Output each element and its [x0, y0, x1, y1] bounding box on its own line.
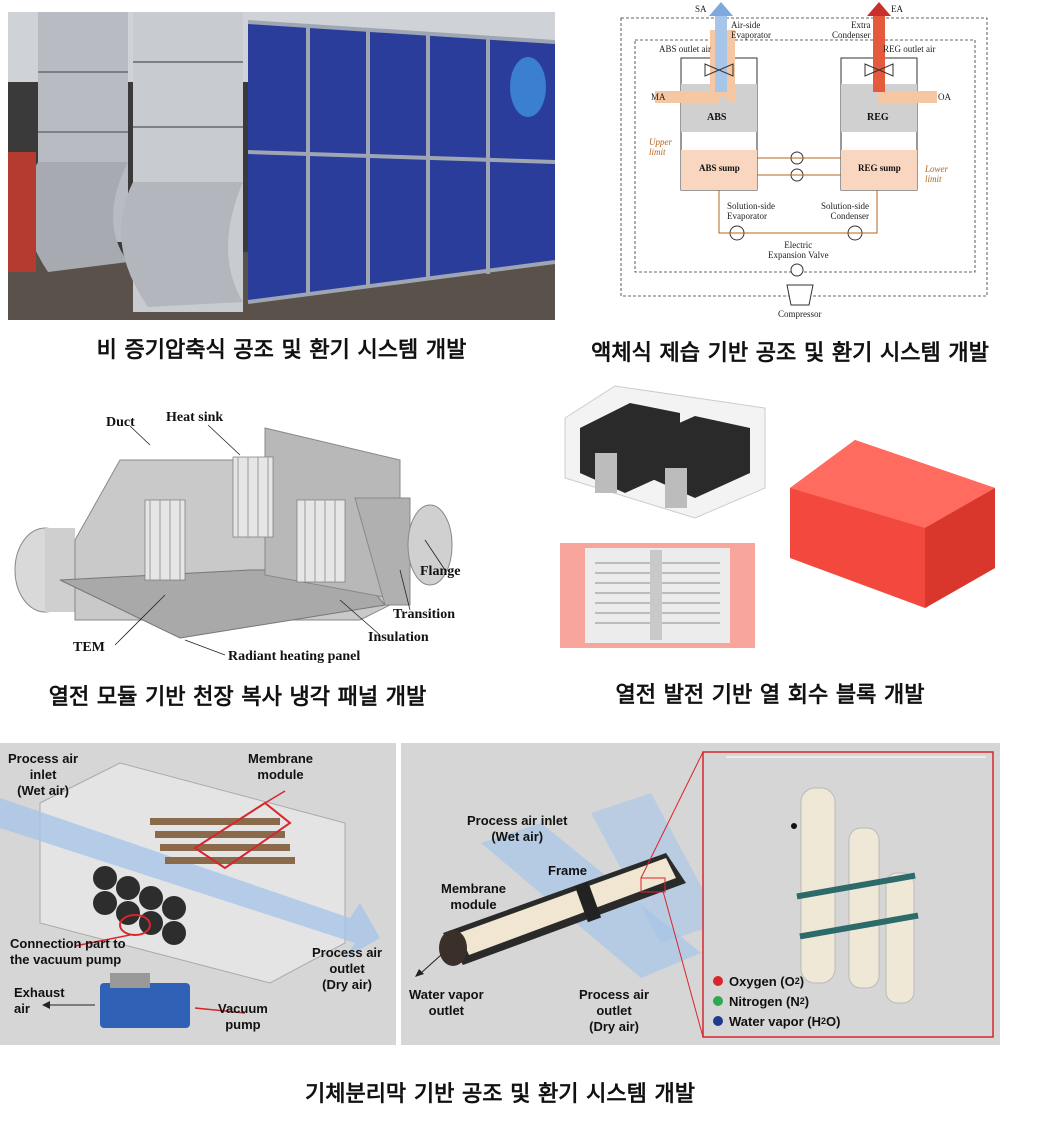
caption-gas-membrane: 기체분리막 기반 공조 및 환기 시스템 개발: [304, 1082, 696, 1107]
label-process-air-outlet: Process air outlet (Dry air): [312, 945, 383, 992]
label-tem: TEM: [73, 640, 105, 655]
label-lower-limit: Lower limit: [925, 164, 949, 184]
label-heat-sink: Heat sink: [166, 410, 224, 425]
label-flange: Flange: [420, 564, 461, 579]
legend-water-vapor-label: Water vapor (H: [729, 1013, 821, 1029]
label-sa: SA: [695, 4, 707, 14]
legend-nitrogen-end: ): [804, 993, 810, 1009]
label-abs-sump: ABS sump: [699, 163, 740, 173]
label-vacuum-pump: Vacuum pump: [218, 1001, 268, 1032]
legend-water-vapor-sub: 2: [820, 1016, 826, 1026]
legend-nitrogen-label: Nitrogen (N: [729, 993, 800, 1009]
legend-oxygen-end: ): [799, 973, 805, 989]
label-insulation: Insulation: [368, 630, 429, 645]
label-reg-outlet: REG outlet air: [883, 44, 936, 54]
label-detail-membrane-module: Membrane module: [441, 881, 507, 912]
label-solution-evaporator: Solution-side Evaporator: [727, 201, 776, 221]
label-compressor: Compressor: [778, 309, 822, 319]
label-transition: Transition: [393, 607, 455, 622]
nitrogen-dot-icon: [713, 996, 723, 1006]
label-ma: MA: [651, 92, 666, 102]
label-exhaust-air: Exhaust air: [14, 985, 65, 1016]
label-radiant-panel: Radiant heating panel: [228, 649, 361, 664]
label-ea: EA: [891, 4, 903, 14]
hvac-photo-panel: [8, 12, 555, 320]
label-reg-sump: REG sump: [858, 163, 901, 173]
label-reg: REG: [867, 112, 889, 123]
heat-recovery-block-renders: [555, 378, 1025, 653]
liquid-desiccant-diagram: SA EA Air-side Evaporator Extra Condense…: [615, 0, 995, 325]
label-duct: Duct: [106, 415, 135, 430]
label-water-vapor-outlet: Water vapor outlet: [409, 987, 484, 1018]
label-abs-outlet: ABS outlet air: [659, 44, 711, 54]
label-air-side-evaporator: Air-side Evaporator: [731, 20, 771, 40]
label-extra-condenser: Extra Condenser: [832, 20, 871, 40]
membrane-system-render: Process air inlet (Wet air) Membrane mod…: [0, 743, 396, 1045]
caption-thermoelectric-panel: 열전 모듈 기반 천장 복사 냉각 패널 개발: [48, 685, 427, 710]
oxygen-dot-icon: [713, 976, 723, 986]
label-detail-process-outlet: Process air outlet (Dry air): [579, 987, 650, 1034]
label-expansion-valve: Electric Expansion Valve: [768, 240, 829, 260]
legend-oxygen-sub: 2: [794, 976, 800, 986]
label-frame: Frame: [548, 863, 588, 878]
membrane-detail-render: Process air inlet (Wet air) Frame Membra…: [401, 743, 1000, 1045]
caption-hvac: 비 증기압축식 공조 및 환기 시스템 개발: [96, 338, 467, 363]
legend-oxygen-label: Oxygen (O: [729, 973, 795, 989]
legend-water-vapor-end: O): [826, 1013, 841, 1029]
thermoelectric-panel-diagram: Duct Heat sink Flange Transition Insulat…: [0, 400, 500, 670]
legend-nitrogen-sub: 2: [799, 996, 805, 1006]
label-upper-limit: Upper limit: [649, 137, 672, 157]
hvac-unit-photo: [8, 12, 555, 320]
label-detail-process-inlet: Process air inlet (Wet air): [467, 813, 568, 844]
label-process-air-inlet: Process air inlet (Wet air): [8, 751, 79, 798]
caption-heat-recovery: 열전 발전 기반 열 회수 블록 개발: [615, 683, 925, 708]
label-connection-part: Connection part to the vacuum pump: [10, 936, 126, 967]
label-membrane-module: Membrane module: [248, 751, 314, 782]
label-oa: OA: [938, 92, 951, 102]
label-abs: ABS: [707, 112, 727, 123]
water-vapor-dot-icon: [713, 1016, 723, 1026]
label-solution-condenser: Solution-side Condenser: [821, 201, 870, 221]
caption-liquid-desiccant: 액체식 제습 기반 공조 및 환기 시스템 개발: [591, 341, 989, 366]
